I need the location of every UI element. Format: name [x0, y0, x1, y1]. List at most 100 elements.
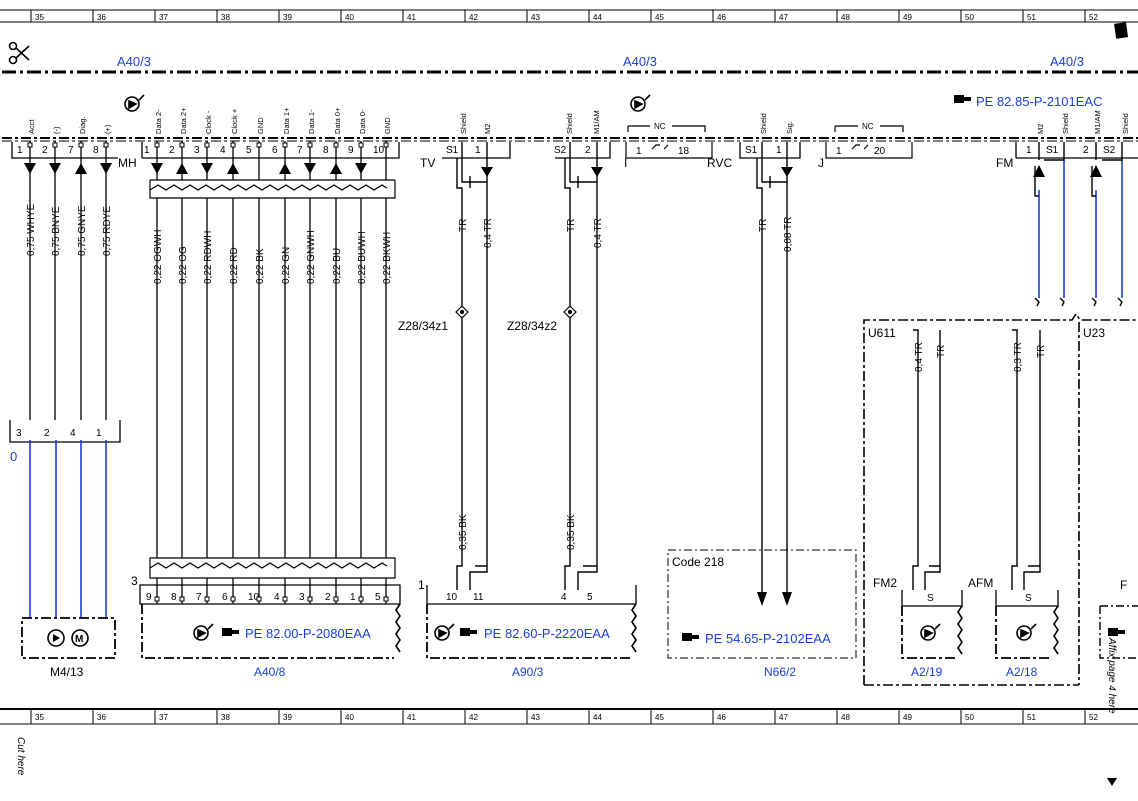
grid-number: 36	[97, 713, 106, 722]
signal-arrow-down	[304, 163, 316, 174]
pin-number: 1	[1026, 145, 1032, 156]
pin-contact	[204, 596, 210, 602]
grid-number: 46	[717, 13, 726, 22]
grid-number: 45	[655, 13, 664, 22]
pin-contact	[52, 142, 58, 148]
pin-number: 2	[1083, 145, 1089, 156]
pin-contact	[307, 142, 313, 148]
wire-label: 0,22 BKWH	[382, 232, 393, 284]
wire-label: 0,22 RDWH	[203, 231, 214, 284]
wire-label: 0,4 TR	[483, 218, 494, 248]
page-ref-icon	[954, 95, 971, 103]
pin-label: (+)	[103, 124, 112, 134]
pin-number: 2	[585, 145, 591, 156]
reference-link[interactable]: PE 82.60-P-2220EAA	[484, 626, 610, 641]
grid-number: 48	[841, 713, 850, 722]
nc-label: NC	[654, 122, 666, 131]
pin-contact	[307, 596, 313, 602]
grid-number: 35	[35, 13, 44, 22]
wire-label: 0,22 OGWH	[153, 230, 164, 284]
connector-number: 1	[418, 578, 425, 592]
pin-label: Shield	[759, 113, 768, 134]
signal-arrow-down	[151, 163, 163, 174]
grid-number: 52	[1089, 713, 1098, 722]
grid-number: 36	[97, 13, 106, 22]
connector-j-frame	[825, 125, 913, 159]
pin-label: Data 1+	[282, 107, 291, 134]
pin-contact	[154, 596, 160, 602]
pin-number: 11	[473, 592, 484, 603]
signal-arrow-up	[279, 163, 291, 174]
wire-label: 0,22 BK	[255, 248, 266, 284]
pin-number: S2	[554, 145, 567, 156]
pin-label: (-)	[52, 126, 61, 134]
wire-label: 0,75 RDYE	[102, 206, 113, 256]
pin-contact	[333, 142, 339, 148]
connector-mh-frame	[11, 142, 400, 159]
wire-label: 0,3 TR	[1013, 342, 1024, 372]
pin-contact	[103, 142, 109, 148]
reference-top[interactable]: PE 82.85-P-2101EAC	[976, 94, 1102, 109]
wire-label: 0,08 TR	[783, 217, 794, 252]
pin-label: GND	[256, 117, 265, 134]
reference-link[interactable]: PE 82.00-P-2080EAA	[245, 626, 371, 641]
grid-number: 46	[717, 713, 726, 722]
wire-label: 0,35 BK	[566, 514, 577, 550]
grid-number: 43	[531, 13, 540, 22]
motor-icon: M	[71, 629, 89, 647]
corner-marker	[1114, 22, 1129, 39]
u611-wires	[912, 329, 1041, 590]
scissors-icon	[8, 41, 30, 65]
splice-marker	[455, 305, 577, 319]
grid-number: 52	[1089, 13, 1098, 22]
pin-number: 10	[373, 145, 385, 156]
component-name: A40/8	[254, 665, 286, 679]
grid-number: 48	[841, 13, 850, 22]
grid-number: 39	[283, 713, 292, 722]
pin-contact	[282, 142, 288, 148]
grid-number: 49	[903, 713, 912, 722]
pin-contact	[282, 596, 288, 602]
pin-contact	[179, 142, 185, 148]
reference-link[interactable]: PE 54.65-P-2102EAA	[705, 631, 831, 646]
page-ref-icon	[682, 633, 699, 641]
n662-block	[667, 549, 857, 659]
pin-number: 1	[144, 145, 150, 156]
pin-number: 5	[375, 592, 381, 603]
a219-block	[901, 605, 963, 659]
connector-fm-frame	[1015, 142, 1138, 159]
pin-contact	[383, 596, 389, 602]
grid-number: 38	[221, 713, 230, 722]
grid-number: 51	[1027, 13, 1036, 22]
pin-number: 6	[222, 592, 228, 603]
wire-label: TR	[566, 219, 577, 232]
wire-label: 0,35 BK	[458, 514, 469, 550]
pin-number: 2	[42, 145, 48, 156]
pin-number: S1	[446, 145, 459, 156]
component-name: A90/3	[512, 665, 544, 679]
pin-number: 10	[248, 592, 260, 603]
signal-arrow-up	[227, 163, 239, 174]
pin-contact	[179, 596, 185, 602]
pin-contact	[154, 142, 160, 148]
component-name: N66/2	[764, 665, 796, 679]
pin-number: S1	[745, 145, 758, 156]
pin-number: 7	[68, 145, 74, 156]
connector-name-i: I	[624, 156, 627, 170]
control-unit-icon	[434, 623, 455, 641]
signal-arrow-down	[355, 163, 367, 174]
shield-label: S	[927, 593, 934, 604]
grid-number: 49	[903, 13, 912, 22]
wire-label: 0,22 RD	[229, 247, 240, 284]
pin-label: Data 1-	[307, 109, 316, 134]
pin-label: Sig.	[785, 121, 794, 134]
code-label: Code 218	[672, 555, 724, 569]
component-name: A2/19	[911, 665, 943, 679]
nc-label: NC	[862, 122, 874, 131]
grid-number: 37	[159, 13, 168, 22]
pin-number: S2	[1103, 145, 1116, 156]
connector-name-tv: TV	[420, 156, 435, 170]
pin-number: 7	[196, 592, 202, 603]
